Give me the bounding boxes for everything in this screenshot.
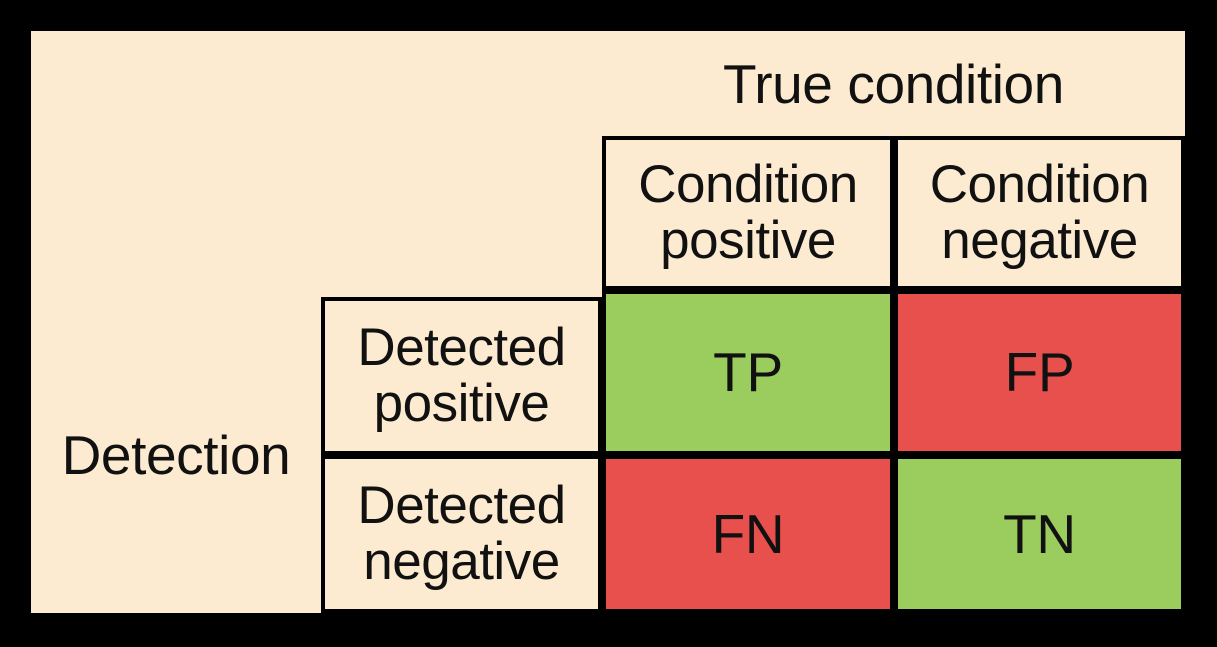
column-header-condition-positive: Condition positive bbox=[602, 136, 894, 290]
cell-true-positive: TP bbox=[602, 290, 894, 455]
column-header-condition-negative-line2: negative bbox=[941, 211, 1138, 270]
cell-true-negative: TN bbox=[894, 455, 1185, 613]
true-condition-group-label: True condition bbox=[602, 31, 1185, 136]
cell-false-negative: FN bbox=[602, 455, 894, 613]
detection-text: Detection bbox=[61, 424, 291, 486]
row-header-detected-positive-line1: Detected bbox=[357, 317, 566, 377]
column-header-condition-positive-line2: positive bbox=[660, 211, 836, 270]
detection-group-label: Detection bbox=[31, 297, 321, 613]
row-header-detected-positive-line2: positive bbox=[373, 374, 550, 433]
row-header-detected-negative: Detected negative bbox=[321, 455, 602, 613]
row-header-detected-negative-line1: Detected bbox=[357, 475, 566, 535]
cell-true-positive-label: TP bbox=[713, 341, 783, 404]
cell-false-negative-label: FN bbox=[711, 502, 785, 565]
row-header-detected-negative-line2: negative bbox=[363, 532, 560, 591]
column-header-condition-positive-line1: Condition bbox=[638, 154, 858, 214]
column-header-condition-negative: Condition negative bbox=[894, 136, 1185, 290]
row-header-detected-positive: Detected positive bbox=[321, 297, 602, 455]
cell-false-positive-label: FP bbox=[1004, 341, 1075, 404]
true-condition-text: True condition bbox=[723, 52, 1064, 115]
cell-true-negative-label: TN bbox=[1003, 502, 1076, 565]
cell-false-positive: FP bbox=[894, 290, 1185, 455]
column-header-condition-negative-line1: Condition bbox=[929, 154, 1150, 214]
